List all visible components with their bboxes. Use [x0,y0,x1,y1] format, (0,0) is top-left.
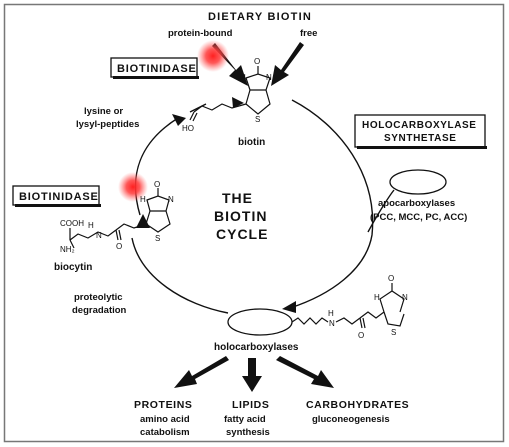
free-label: free [300,28,317,39]
holo-chem-H: H [328,309,334,318]
proteins-label: PROTEINS [134,399,192,411]
figure-border [3,3,505,443]
title-line-3: CYCLE [216,226,268,242]
biocytin-chem-NH2: NH₂ [60,245,75,254]
apocarboxylase-ellipse [389,169,447,195]
carbohydrates-sub: gluconeogenesis [312,414,390,425]
biocytin-chem-H: H [140,195,146,204]
cycle-arc-upper-left [134,117,179,216]
holo-chem-ring-H: H [374,293,380,302]
arrow-to-carbohydrates [276,356,334,388]
hcs-box-shadow [357,146,487,149]
biotinidase-left-box-shadow [15,204,101,207]
biotin-label: biotin [238,137,265,148]
arrow-to-proteins [174,356,229,388]
biocytin-chem-amide-O: O [116,242,122,251]
apocarboxylase-connector [367,189,395,233]
lysine-line2: lysyl-peptides [76,119,139,130]
apocarboxylase-list: (PCC, MCC, PC, ACC) [370,212,467,223]
biocytin-structure [69,188,171,249]
biotinidase-left-label: BIOTINIDASE [19,191,99,203]
biocytin-chem-O: O [154,180,160,189]
hcs-box [354,114,486,148]
holocarboxylases-label: holocarboxylases [214,342,299,353]
hcs-line2: SYNTHETASE [384,133,457,144]
biotin-chem-O: O [254,57,260,66]
holocarboxylase-ellipse [227,308,293,336]
cycle-arc-top [189,103,207,113]
biotin-chem-HO: HO [182,124,194,133]
arrowhead-to-holocarboxylases [282,301,296,313]
biotinidase-top-label: BIOTINIDASE [117,63,197,75]
holo-chem-S: S [391,328,396,337]
lipids-sub2: synthesis [226,427,270,438]
title-line-1: THE [222,190,253,206]
highlight-spot-left [118,172,148,202]
arrowhead-to-lysine [172,114,186,126]
holocarboxylase-biotin-chain [291,283,405,329]
biocytin-chem-amide-H: H [88,221,94,230]
proteolytic-line2: degradation [72,305,127,316]
title-line-2: BIOTIN [214,208,267,224]
lysine-line1: lysine or [84,106,123,117]
biocytin-label: biocytin [54,262,92,273]
proteolytic-line1: proteolytic [74,292,123,303]
free-arrow [271,42,304,86]
holo-chem-amide-O: O [358,331,364,340]
hcs-line1: HOLOCARBOXYLASE [362,120,477,131]
biocytin-chem-N: N [168,195,174,204]
lipids-sub1: fatty acid [224,414,266,425]
cycle-arc-right [289,99,374,309]
dietary-biotin-label: DIETARY BIOTIN [208,11,312,23]
lipids-label: LIPIDS [232,399,269,411]
biocytin-chem-S: S [155,234,160,243]
holo-chem-N: N [329,319,335,328]
proteins-sub2: catabolism [140,427,190,438]
apocarboxylases-label: apocarboxylases [378,198,455,209]
holo-chem-ring-O: O [388,274,394,283]
carbohydrates-label: CARBOHYDRATES [306,399,409,411]
biotin-structure [189,66,271,122]
highlight-spot-top [197,40,229,72]
arrow-to-lipids [242,358,262,392]
cycle-arc-lower-left [131,237,229,314]
biotin-chem-H-left: H [240,73,246,82]
biocytin-chem-COOH: COOH [60,219,84,228]
protein-bound-label: protein-bound [168,28,233,39]
proteins-sub1: amino acid [140,414,190,425]
biotinidase-top-box-shadow [113,76,199,79]
holo-chem-ring-N: N [402,293,408,302]
biotin-chem-N-right: N [266,73,272,82]
biocytin-chem-amide-N: N [96,231,102,240]
arrowhead-to-biotin [232,97,244,108]
biotin-chem-S: S [255,115,260,124]
